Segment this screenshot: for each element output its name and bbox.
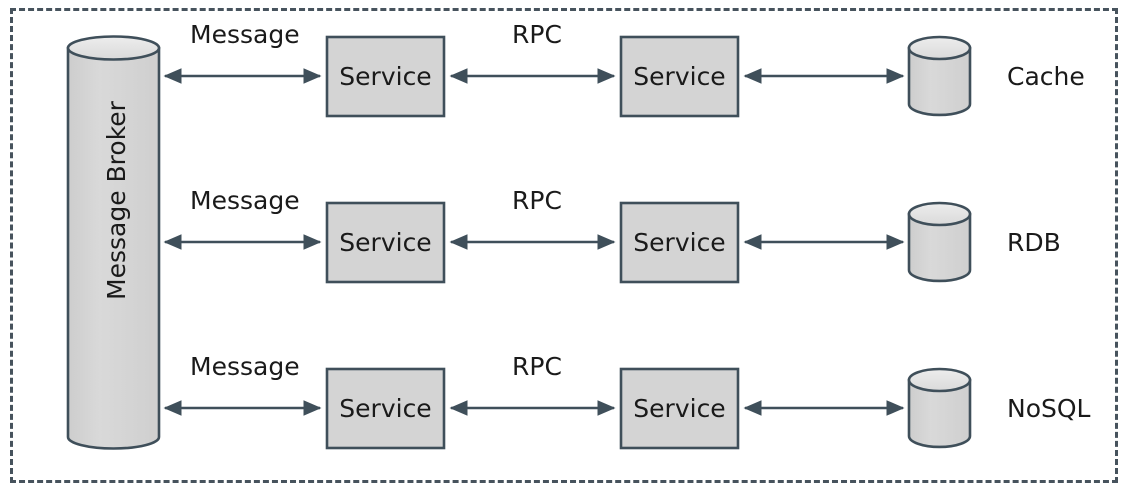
store-label-cache: Cache bbox=[1007, 62, 1085, 91]
service-box-2-1[interactable] bbox=[325, 201, 446, 284]
row-nosql-shapes bbox=[163, 367, 972, 450]
edge-label-message-2: Message bbox=[190, 186, 300, 215]
service-box-1-1[interactable] bbox=[325, 35, 446, 118]
service-label-1-2: Service bbox=[633, 62, 726, 91]
service-box-2-2[interactable] bbox=[619, 201, 740, 284]
service-label-3-1: Service bbox=[339, 394, 432, 423]
service-label-2-2: Service bbox=[633, 228, 726, 257]
edge-label-message-1: Message bbox=[190, 20, 300, 49]
row-cache-shapes bbox=[163, 35, 972, 118]
message-broker-label: Message Broker bbox=[102, 101, 131, 300]
service-box-1-2[interactable] bbox=[619, 35, 740, 118]
service-box-3-1[interactable] bbox=[325, 367, 446, 450]
store-cylinder-nosql[interactable] bbox=[907, 367, 972, 449]
store-cylinder-rdb[interactable] bbox=[907, 201, 972, 283]
service-label-3-2: Service bbox=[633, 394, 726, 423]
store-label-nosql: NoSQL bbox=[1007, 394, 1091, 423]
row-rdb-shapes bbox=[163, 201, 972, 284]
edge-label-rpc-2: RPC bbox=[512, 186, 562, 215]
edge-label-message-3: Message bbox=[190, 352, 300, 381]
service-label-2-1: Service bbox=[339, 228, 432, 257]
system-boundary-frame bbox=[10, 8, 1118, 483]
edge-label-rpc-3: RPC bbox=[512, 352, 562, 381]
service-box-3-2[interactable] bbox=[619, 367, 740, 450]
service-label-1-1: Service bbox=[339, 62, 432, 91]
store-label-rdb: RDB bbox=[1007, 228, 1061, 257]
store-cylinder-cache[interactable] bbox=[907, 35, 972, 117]
message-broker-shape[interactable] bbox=[66, 35, 161, 450]
edge-label-rpc-1: RPC bbox=[512, 20, 562, 49]
